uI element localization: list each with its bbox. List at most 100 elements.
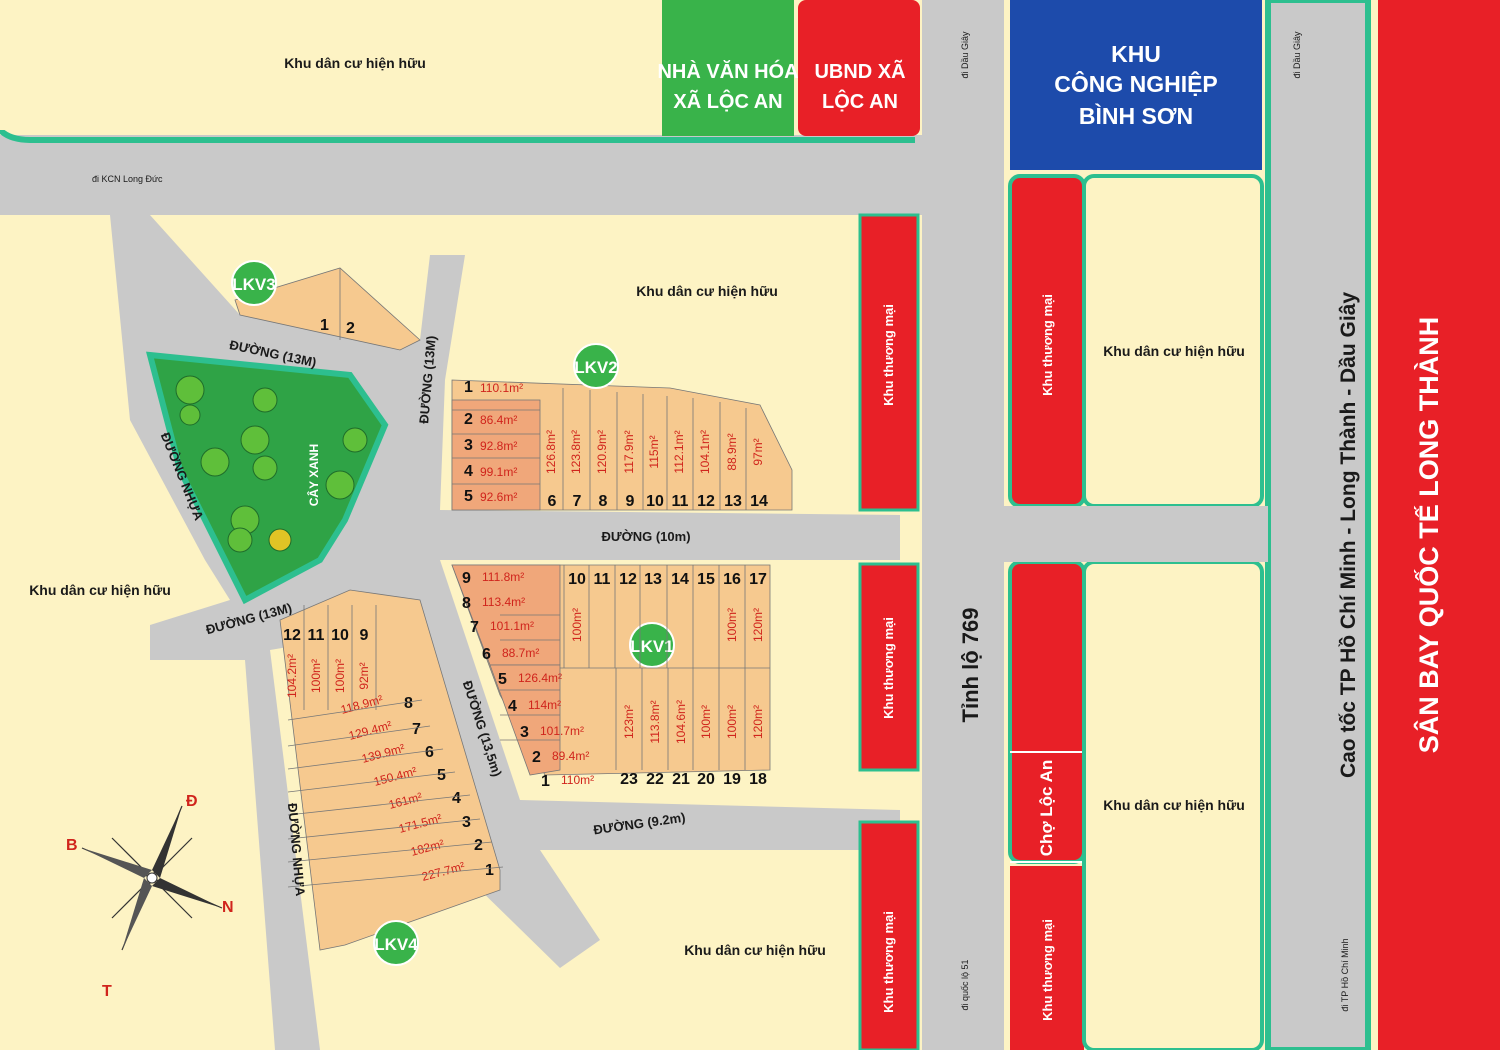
to-daugiay-label: đi Dầu Giây: [1292, 31, 1302, 79]
lkv2-lot-area: 86.4m²: [480, 413, 517, 427]
provincial-road: [922, 0, 1004, 1050]
lkv4-lot-number: 5: [437, 767, 446, 784]
culture-house-line1: NHÀ VĂN HÓA: [657, 59, 798, 83]
lkv4-lot-number: 12: [283, 627, 301, 644]
lkv4-lot-number: 2: [474, 837, 483, 854]
lkv1-lot-area: 110m²: [561, 773, 594, 787]
lkv2-lot-number: 1: [464, 379, 473, 396]
residential-label-left: Khu dân cư hiện hữu: [29, 582, 171, 598]
green-label: CÂY XANH: [306, 444, 321, 506]
lkv1-lot-number: 20: [697, 771, 715, 788]
lkv3-lot-1: 1: [320, 317, 329, 334]
lkv1-lot-number: 14: [671, 571, 689, 588]
compass-s: T: [102, 983, 112, 1000]
lkv1-bottom-area: 123m²: [622, 705, 636, 739]
lkv1-top-area: 100m²: [570, 608, 584, 642]
lkv1-bottom-area: 100m²: [725, 705, 739, 739]
lkv2-label: LKV2: [574, 358, 617, 377]
lkv2-lot-area: 88.9m²: [725, 433, 739, 470]
lkv2-lot-number: 4: [464, 463, 473, 480]
lkv2-lot-number: 8: [599, 493, 608, 510]
industrial-line1: KHU: [1111, 41, 1161, 67]
commercial-zone-right-bottom: [1010, 866, 1084, 1050]
lkv1-bottom-area: 120m²: [751, 705, 765, 739]
lkv2-lot-area: 120.9m²: [595, 430, 609, 474]
commercial-strip-3: [858, 820, 920, 1050]
expressway-label: Cao tốc TP Hồ Chí Minh - Long Thành - Dầ…: [1337, 292, 1360, 778]
lkv2-lot-area: 97m²: [751, 438, 765, 465]
lkv1-lot-number: 21: [672, 771, 690, 788]
lkv2-lot-number: 5: [464, 488, 473, 505]
lkv2-lot-area: 112.1m²: [672, 430, 686, 473]
lkv1-lot-area: 111.8m²: [482, 570, 524, 584]
lkv1-lot-number: 9: [462, 570, 471, 587]
to-daugiay-label-2: đi Dầu Giây: [960, 31, 970, 79]
lkv1-lot-number: 17: [749, 571, 767, 588]
lkv1-lot-number: 16: [723, 571, 741, 588]
lkv2-lot-area: 92.6m²: [480, 490, 517, 504]
expressway-road: [1265, 0, 1371, 1050]
lkv4-lot-number: 4: [452, 790, 461, 807]
to-hcm-label: đi TP Hồ Chí Minh: [1340, 938, 1350, 1011]
lkv4-lot-number: 9: [360, 627, 369, 644]
lkv2-lot-number: 7: [573, 493, 582, 510]
commercial-label-rb: Khu thương mại: [1040, 919, 1055, 1021]
lkv3-label: LKV3: [232, 275, 275, 294]
lkv2-lot-area: 104.1m²: [698, 430, 712, 474]
lkv4-block: [279, 589, 501, 951]
lkv1-lot-number: 12: [619, 571, 637, 588]
lkv1-lot-area: 88.7m²: [502, 646, 539, 660]
industrial-zone: [1010, 0, 1262, 170]
lkv1-lot-number: 3: [520, 724, 529, 741]
culture-house-line2: XÃ LỘC AN: [673, 89, 782, 113]
ubnd-zone: [798, 0, 920, 136]
market-label: Chợ Lộc An: [1037, 760, 1056, 856]
lkv1-bottom-area: 113.8m²: [648, 700, 662, 743]
lkv4-lot-number: 8: [404, 695, 413, 712]
ubnd-line2: LỘC AN: [822, 89, 898, 113]
compass-e: N: [222, 899, 234, 916]
culture-house-zone: [662, 0, 794, 136]
commercial-strip-1: [858, 213, 920, 512]
lkv2-lot-number: 14: [750, 493, 768, 510]
lkv1-lot-area: 101.1m²: [490, 619, 534, 633]
lkv1-lot-number: 4: [508, 698, 517, 715]
lkv1-lot-number: 18: [749, 771, 767, 788]
lkv1-lot-number: 13: [644, 571, 662, 588]
lkv1-lot-area: 113.4m²: [482, 595, 525, 609]
lkv2-lot-number: 13: [724, 493, 742, 510]
industrial-line2: CÔNG NGHIỆP: [1054, 70, 1218, 97]
commercial-label-rt: Khu thương mại: [1040, 294, 1055, 396]
lkv1-lot-number: 8: [462, 595, 471, 612]
lkv1-lot-number: 23: [620, 771, 638, 788]
lkv2-lot-number: 11: [672, 493, 689, 510]
residential-label-top: Khu dân cư hiện hữu: [284, 55, 426, 71]
lkv1-bottom-area: 104.6m²: [674, 700, 688, 744]
lkv1-lot-number: 10: [568, 571, 586, 588]
to-ql51-label: đi quốc lộ 51: [960, 959, 970, 1010]
residential-label-mid: Khu dân cư hiện hữu: [636, 283, 778, 299]
lkv4-lot-area: 92m²: [357, 662, 371, 689]
lkv2-lot-area: 110.1m²: [480, 381, 523, 395]
residential-label-rb: Khu dân cư hiện hữu: [1103, 797, 1245, 813]
trees: [175, 375, 368, 553]
lkv2-lot-area: 123.8m²: [569, 430, 583, 474]
lkv1-lot-number: 7: [470, 619, 479, 636]
lkv1-lot-number: 6: [482, 646, 491, 663]
lkv4-lot-number: 3: [462, 814, 471, 831]
compass-w: B: [66, 837, 78, 854]
lkv2-lot-area: 117.9m²: [622, 430, 636, 473]
lkv2-lot-area: 99.1m²: [480, 465, 517, 479]
lkv4-label: LKV4: [374, 935, 418, 954]
lkv1-lot-number: 11: [594, 571, 611, 588]
lkv2-lot-area: 92.8m²: [480, 439, 517, 453]
lkv2-lot-number: 3: [464, 437, 473, 454]
commercial-label-s1: Khu thương mại: [881, 304, 896, 406]
lkv1-top-area: 120m²: [751, 608, 765, 642]
lkv1-lot-number: 19: [723, 771, 741, 788]
lkv1-label: LKV1: [630, 637, 673, 656]
